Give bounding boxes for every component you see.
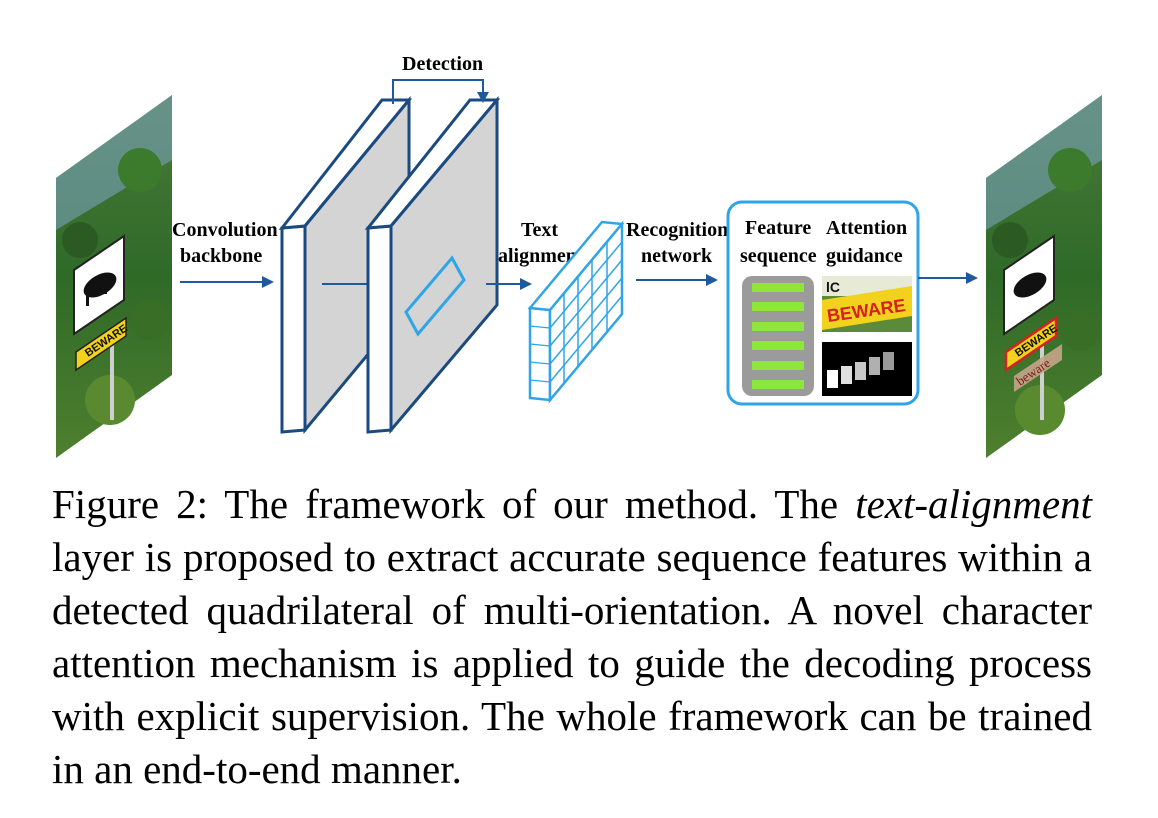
arrowhead xyxy=(966,272,978,284)
label-detection: Detection xyxy=(402,53,483,75)
label-convolution: Convolution xyxy=(172,219,278,241)
detection-bracket xyxy=(392,79,484,104)
caption-italic-term: text-alignment xyxy=(855,481,1092,527)
label-text: Text xyxy=(521,219,558,241)
text-alignment-grid xyxy=(527,220,625,404)
label-network: network xyxy=(641,245,713,267)
framework-diagram: BEWARE Convolution backbone Detection Te… xyxy=(56,53,1102,458)
label-backbone: backbone xyxy=(180,245,262,267)
label-sequence: sequence xyxy=(740,245,817,267)
detected-quadrilateral xyxy=(404,255,466,337)
caption-prefix: Figure 2: The framework of our method. T… xyxy=(52,481,856,527)
figure-caption: Figure 2: The framework of our method. T… xyxy=(52,478,1092,796)
label-attention: Attention xyxy=(826,217,907,239)
arrowhead xyxy=(477,92,489,103)
attention-mask-icon xyxy=(822,342,912,396)
caption-body: layer is proposed to extract accurate se… xyxy=(52,534,1092,792)
output-image-icon: BEWARE beware xyxy=(986,95,1102,458)
label-guidance: guidance xyxy=(826,245,903,267)
input-image-icon: BEWARE xyxy=(56,95,172,458)
feature-map-slab-2 xyxy=(364,95,501,435)
label-feature: Feature xyxy=(745,217,811,239)
arrowhead xyxy=(262,276,274,288)
cow-sign-icon xyxy=(73,234,125,336)
feature-sequence-icon xyxy=(742,276,814,396)
arrowhead xyxy=(706,274,718,286)
attention-crop-icon: lC BEWARE xyxy=(822,276,912,332)
svg-text:lC: lC xyxy=(826,279,840,295)
label-recognition: Recognition xyxy=(626,219,728,241)
label-alignment: alignment xyxy=(498,245,584,267)
arrowhead xyxy=(520,278,532,290)
